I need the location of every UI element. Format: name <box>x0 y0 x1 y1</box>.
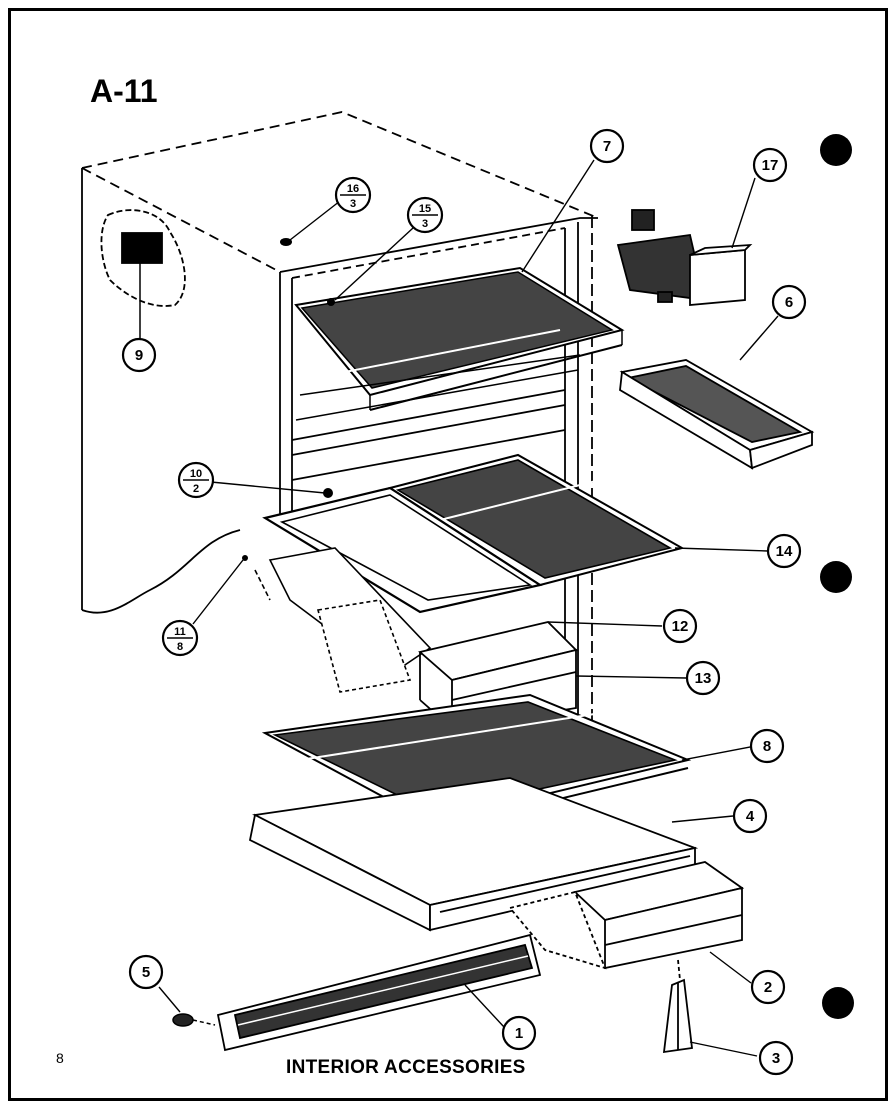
svg-text:7: 7 <box>603 138 611 155</box>
svg-text:13: 13 <box>695 670 712 687</box>
binder-hole-top <box>820 134 852 166</box>
callout-5: 5 <box>128 954 164 990</box>
part-1-kick-grille <box>216 933 542 1052</box>
part-7-top-shelf <box>294 266 625 421</box>
svg-text:10: 10 <box>190 468 202 480</box>
callout-12: 12 <box>662 608 698 644</box>
svg-text:5: 5 <box>142 964 150 981</box>
svg-text:8: 8 <box>763 738 771 755</box>
cabinet-outline <box>81 111 599 720</box>
callout-1: 1 <box>501 1015 537 1051</box>
part-9-label-plate <box>100 209 186 340</box>
svg-text:3: 3 <box>350 198 356 210</box>
page-number: 8 <box>56 1050 64 1066</box>
diagram-caption: INTERIOR ACCESSORIES <box>286 1057 526 1078</box>
callout-17: 17 <box>752 147 788 183</box>
crisper-pan <box>254 547 432 693</box>
callout-2: 2 <box>750 969 786 1005</box>
figure-id: A-11 <box>90 73 158 109</box>
svg-text:14: 14 <box>776 543 793 560</box>
diagram-frame <box>8 8 888 1101</box>
callout-7: 7 <box>589 128 625 164</box>
part-5-screw <box>172 1013 216 1027</box>
binder-hole-middle <box>820 561 852 593</box>
leader-lines <box>158 159 779 1057</box>
part-14-middle-shelf <box>262 453 685 614</box>
part-4-crisper-cover <box>248 777 699 932</box>
svg-text:3: 3 <box>422 218 428 230</box>
callout-4: 4 <box>732 798 768 834</box>
svg-text:8: 8 <box>177 641 183 653</box>
svg-text:3: 3 <box>772 1050 780 1067</box>
svg-text:4: 4 <box>746 808 755 825</box>
callout-11-8: 11 8 <box>161 619 199 657</box>
part-8-lower-shelf <box>261 693 692 831</box>
callout-15-3: 15 3 <box>406 196 444 234</box>
svg-text:9: 9 <box>135 347 143 364</box>
callout-3: 3 <box>758 1040 794 1076</box>
svg-text:17: 17 <box>762 157 779 174</box>
callout-10-2: 10 2 <box>177 461 215 499</box>
callout-14: 14 <box>766 533 802 569</box>
callout-9: 9 <box>121 337 157 373</box>
svg-text:16: 16 <box>347 183 359 195</box>
part-6-ice-tray <box>619 359 815 470</box>
part-3-leg <box>662 959 693 1054</box>
svg-text:2: 2 <box>764 979 772 996</box>
svg-text:15: 15 <box>419 203 431 215</box>
fasteners <box>242 238 335 561</box>
svg-text:2: 2 <box>193 483 199 495</box>
part-17-ice-maker <box>616 209 753 306</box>
svg-text:12: 12 <box>672 618 689 635</box>
callout-13: 13 <box>685 660 721 696</box>
callout-8: 8 <box>749 728 785 764</box>
svg-text:11: 11 <box>174 626 186 638</box>
part-2-crisper-drawer <box>508 861 745 970</box>
svg-text:6: 6 <box>785 294 793 311</box>
binder-hole-bottom <box>822 987 854 1019</box>
callout-16-3: 16 3 <box>334 176 372 214</box>
callout-6: 6 <box>771 284 807 320</box>
svg-text:1: 1 <box>515 1025 523 1042</box>
